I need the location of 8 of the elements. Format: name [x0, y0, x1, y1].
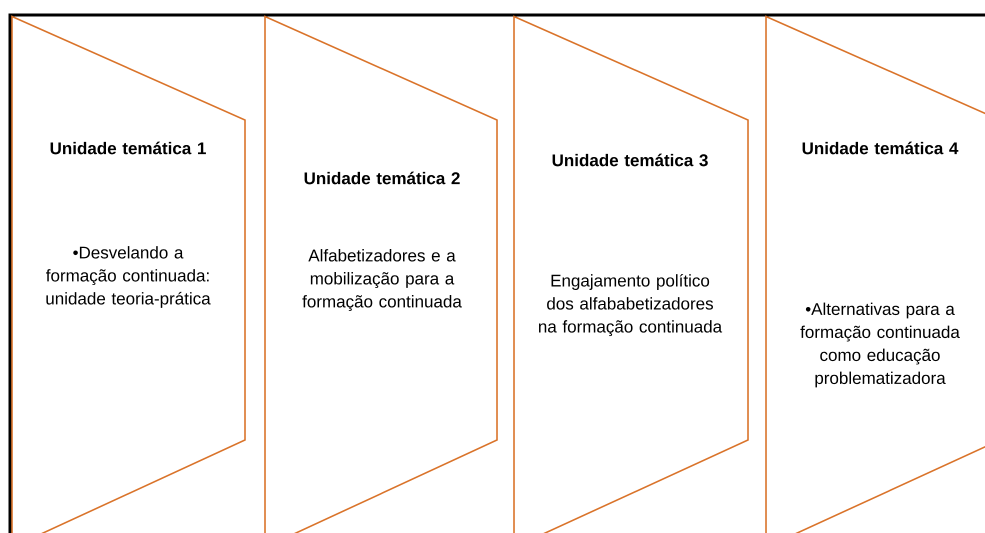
body-text: •Desvelando a formação continuada: unidade teoria-prática [46, 246, 211, 308]
body-text: Engajamento político dos alfababetizadores na formação continuada [539, 274, 722, 336]
heading-text: Unidade temática 3 [552, 154, 708, 166]
body-text: Alfabetizadores e a mobilização para a formação continuada [302, 249, 462, 311]
heading-text: Unidade temática 1 [50, 142, 206, 154]
body-text: •Alternativas para a formação continuada como educação problematizadora [800, 302, 960, 388]
heading-text: Unidade temática 2 [304, 172, 460, 184]
heading-text: Unidade temática 4 [802, 142, 958, 154]
